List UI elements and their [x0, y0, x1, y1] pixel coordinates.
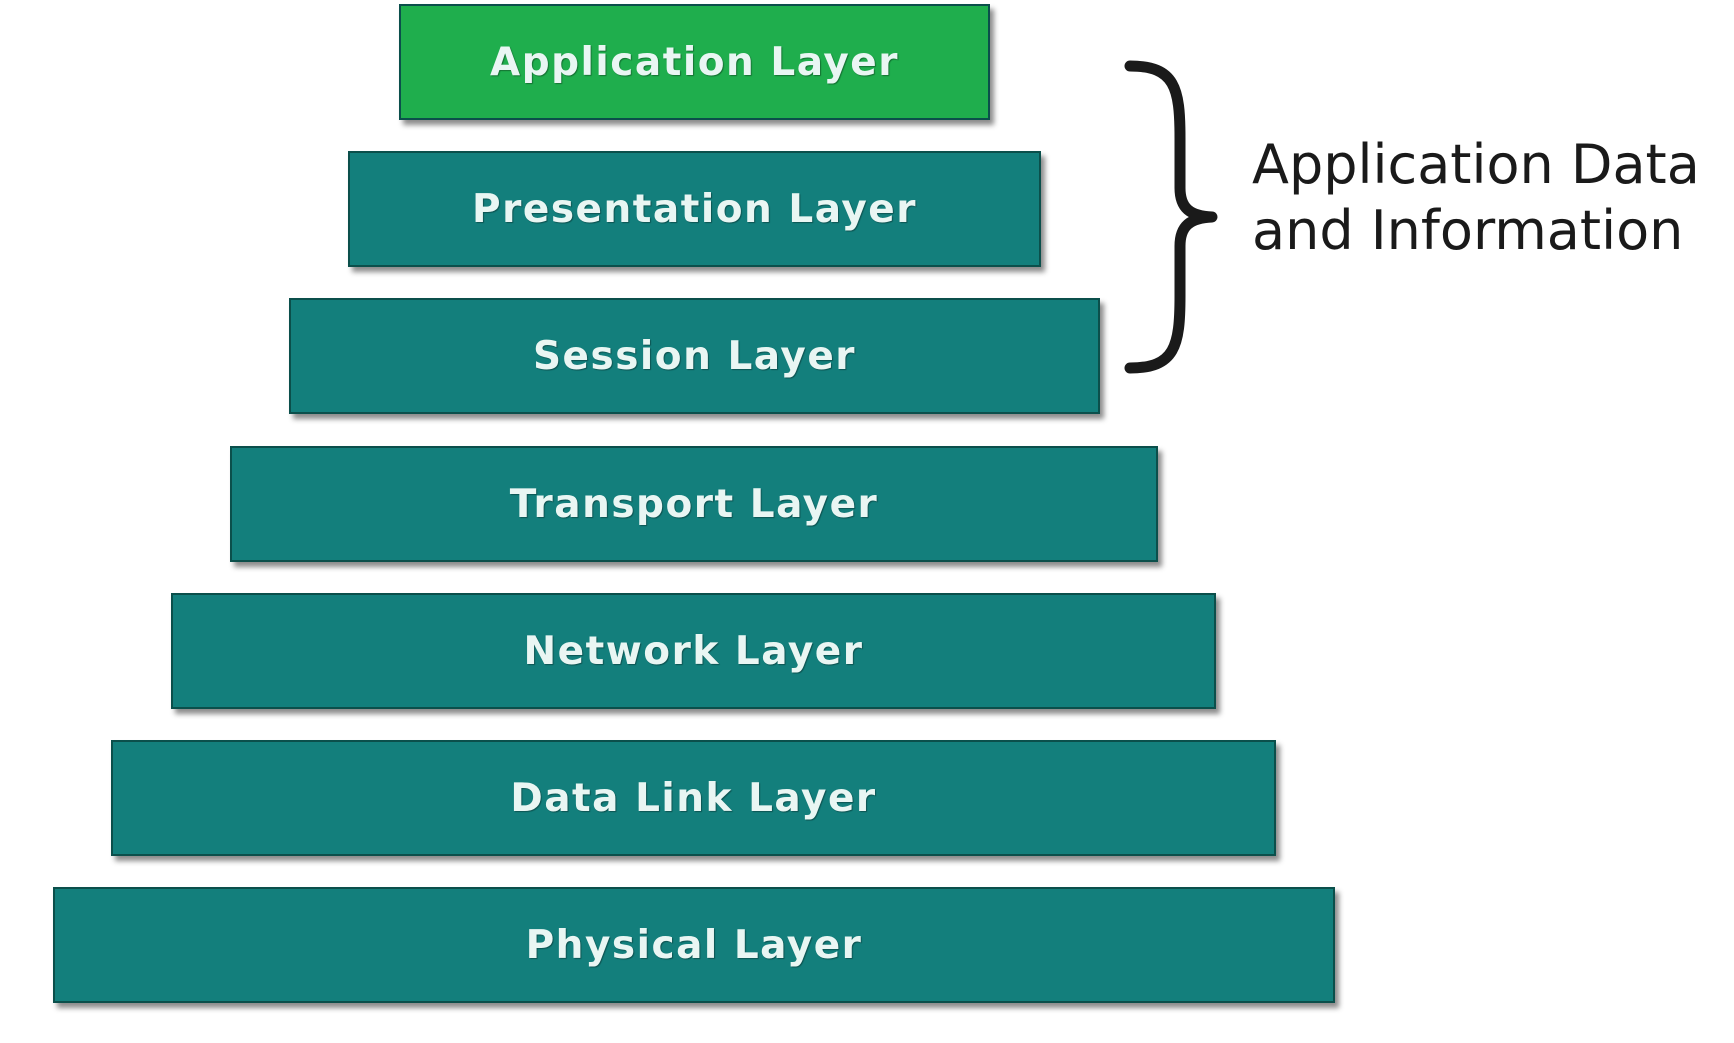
- layer-data-link: Data Link Layer: [111, 740, 1276, 856]
- annotation-line-2: and Information: [1252, 199, 1684, 262]
- application-data-annotation: Application Data and Information: [1252, 132, 1700, 264]
- layer-application: Application Layer: [399, 4, 990, 120]
- layer-transport: Transport Layer: [230, 446, 1158, 562]
- layer-presentation: Presentation Layer: [348, 151, 1041, 267]
- layer-physical: Physical Layer: [53, 887, 1335, 1003]
- curly-brace-icon: [1124, 60, 1218, 374]
- annotation-line-1: Application Data: [1252, 133, 1700, 196]
- layer-network: Network Layer: [171, 593, 1216, 709]
- layer-session: Session Layer: [289, 298, 1100, 414]
